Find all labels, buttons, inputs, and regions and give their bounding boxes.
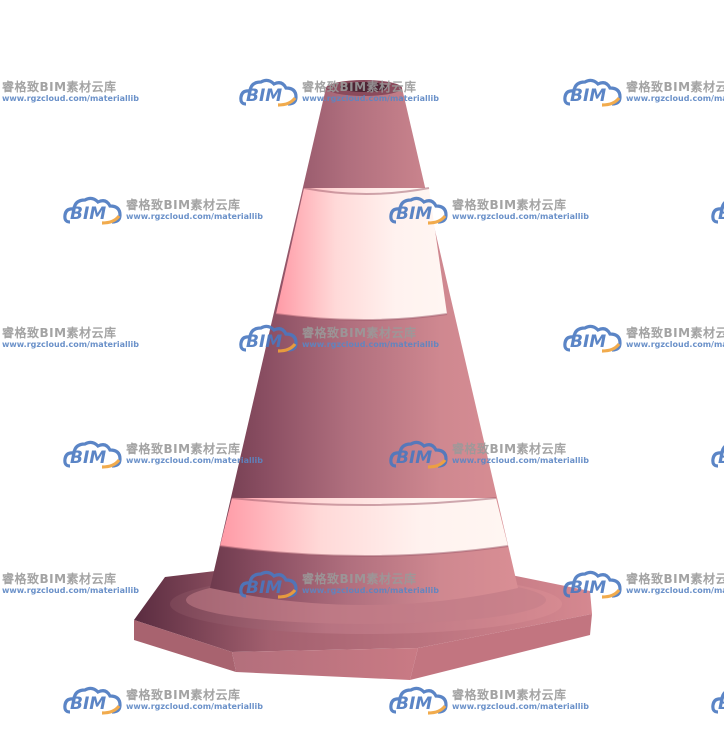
cone-stripe-upper bbox=[276, 188, 447, 320]
cone-stripe-lower bbox=[220, 498, 508, 556]
cone-base-side-left bbox=[134, 620, 236, 672]
cone-body bbox=[210, 88, 518, 605]
cone-base-side-front bbox=[232, 648, 418, 680]
cone-base-side-right bbox=[410, 614, 592, 680]
